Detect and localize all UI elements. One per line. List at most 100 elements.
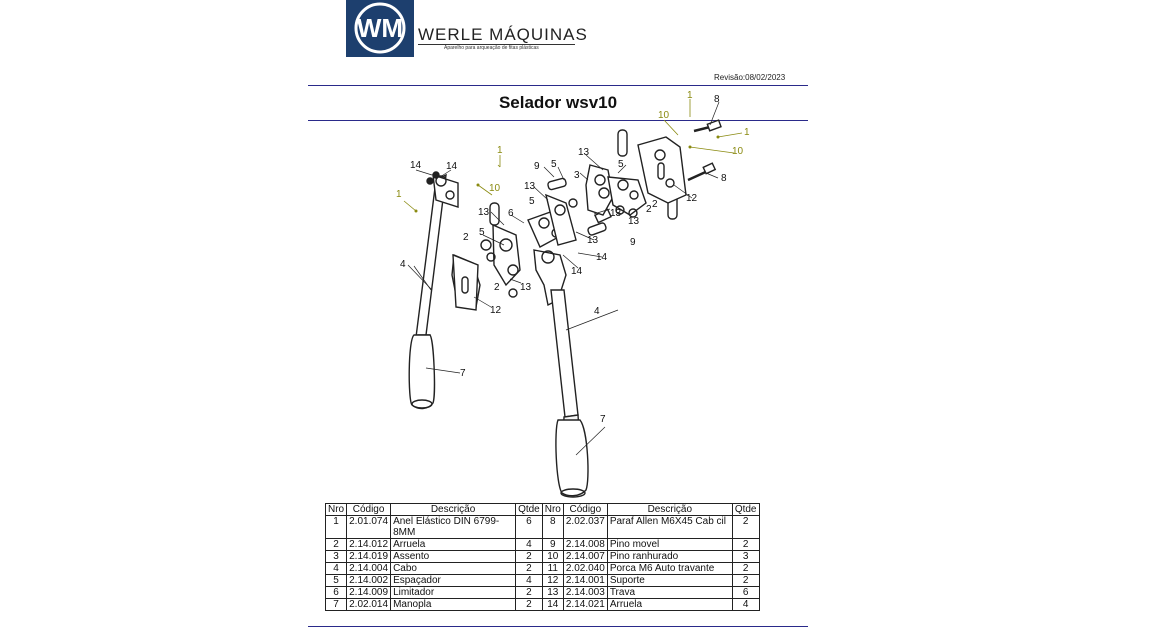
company-logo: WM [346,0,414,57]
cell: 2.14.007 [562,550,608,563]
callout-13b: 13 [524,181,536,192]
callout-14d: 14 [571,266,583,277]
cell: 3 [324,550,348,563]
footer-rule [308,626,808,627]
cell: 6 [731,586,760,599]
callout-6: 6 [508,208,514,219]
cell: 2.14.019 [346,550,392,563]
callout-2b: 2 [646,204,652,215]
cell: 10 [541,550,564,563]
cell: 4 [515,538,543,551]
callout-5b: 5 [529,196,535,207]
cell: Porca M6 Auto travante [606,562,733,575]
cell: 4 [731,598,760,611]
col-nro: Nro [324,503,348,516]
cell: 3 [731,550,760,563]
callout-5a: 5 [479,227,485,238]
cell: 6 [324,586,348,599]
cell: 8 [541,515,564,539]
cell: Trava [606,586,733,599]
parts-table: Nro Código Descrição Qtde Nro Código Des… [324,503,760,611]
logo-underline [418,44,575,45]
cell: Anel Elástico DIN 6799-8MM [390,515,517,539]
exploded-view-drawing: 14 14 4 2 5 13 6 13 5 9 5 3 13 5 8 8 12 … [308,85,808,505]
cell: 2.14.009 [346,586,392,599]
callout-7a: 7 [460,368,466,379]
cell: 7 [324,598,348,611]
cell: 2 [515,550,543,563]
callout-14a: 14 [410,160,422,171]
col-qtde: Qtde [515,503,543,516]
callout-12b: 12 [490,305,502,316]
cell: Cabo [390,562,517,575]
company-name: WERLE MÁQUINAS [418,25,588,44]
cell: 14 [541,598,564,611]
cell: 2.14.003 [562,586,608,599]
table-row: 4 2.14.004 Cabo 2 11 2.02.040 Porca M6 A… [324,562,760,575]
table-row: 6 2.14.009 Limitador 2 13 2.14.003 Trava… [324,586,760,599]
callout-4b: 4 [594,306,600,317]
callout-1a: 1 [497,145,503,156]
cell: Limitador [390,586,517,599]
callout-14b: 14 [446,161,458,172]
table-row: 5 2.14.002 Espaçador 4 12 2.14.001 Supor… [324,574,760,587]
callout-13a: 13 [478,207,490,218]
table-row: 7 2.02.014 Manopla 2 14 2.14.021 Arruela… [324,598,760,611]
callout-2a: 2 [463,232,469,243]
cell: 2.02.037 [562,515,608,539]
callout-13d: 13 [628,216,640,227]
cell: 2.02.040 [562,562,608,575]
cell: 11 [541,562,564,575]
cell: 2.14.004 [346,562,392,575]
cell: Espaçador [390,574,517,587]
cell: Pino movel [606,538,733,551]
cell: 6 [515,515,543,539]
cell: 2.14.021 [562,598,608,611]
callout-10a: 10 [489,183,501,194]
cell: Manopla [390,598,517,611]
callout-1b: 1 [396,189,402,200]
parts-table-header: Nro Código Descrição Qtde Nro Código Des… [324,503,760,516]
callout-2d: 2 [494,282,500,293]
col-descricao: Descrição [390,503,517,516]
drawing-title: Selador wsv10 [498,93,618,112]
title-rule-bottom [308,120,808,121]
cell: 2.14.008 [562,538,608,551]
cell: Suporte [606,574,733,587]
callout-2c: 2 [652,199,658,210]
cell: 13 [541,586,564,599]
callout-13e: 13 [610,208,622,219]
cell: 2.02.014 [346,598,392,611]
cell: 2.14.001 [562,574,608,587]
callout-13c: 13 [578,147,590,158]
cell: 2 [324,538,348,551]
cell: 2 [731,515,760,539]
col-qtde-2: Qtde [731,503,760,516]
callout-5c: 5 [551,159,557,170]
cell: 2.14.002 [346,574,392,587]
callout-10b: 10 [658,110,670,121]
cell: 2 [731,538,760,551]
cell: Assento [390,550,517,563]
col-codigo: Código [346,503,392,516]
cell: 2 [731,562,760,575]
table-row: 2 2.14.012 Arruela 4 9 2.14.008 Pino mov… [324,538,760,551]
cell: 2 [515,562,543,575]
callout-8b: 8 [721,173,727,184]
col-descricao-2: Descrição [606,503,733,516]
table-row: 3 2.14.019 Assento 2 10 2.14.007 Pino ra… [324,550,760,563]
cell: 9 [541,538,564,551]
col-nro-2: Nro [541,503,564,516]
callout-1d: 1 [744,127,750,138]
table-row: 1 2.01.074 Anel Elástico DIN 6799-8MM 6 … [324,515,760,539]
callout-9a: 9 [534,161,540,172]
company-tagline: Aparelho para arqueação de fitas plástic… [444,45,539,51]
callout-1c: 1 [687,90,693,101]
cell: Arruela [606,598,733,611]
callout-12a: 12 [686,193,698,204]
cell: 1 [324,515,348,539]
cell: 2 [515,586,543,599]
cell: 4 [515,574,543,587]
cell: 4 [324,562,348,575]
logo-letters: WM [357,13,403,43]
